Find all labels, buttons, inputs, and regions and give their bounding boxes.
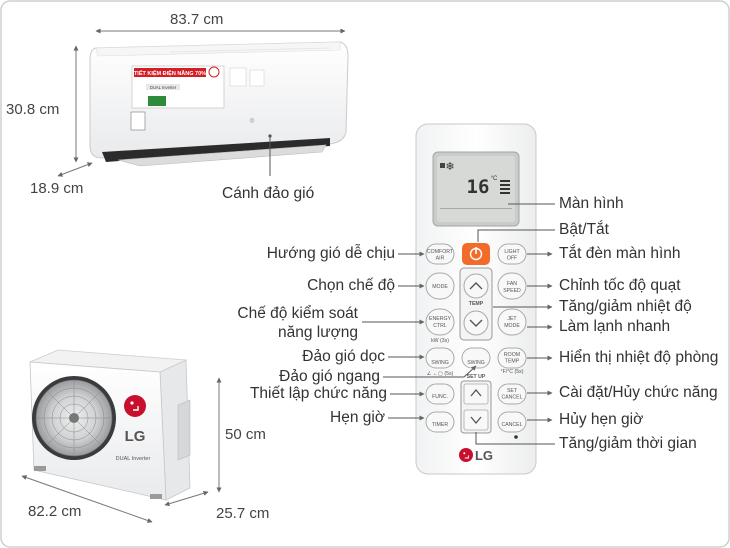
chevron-down-icon bbox=[469, 319, 483, 327]
callout-time-adjust: Tăng/giảm thời gian bbox=[559, 435, 697, 452]
svg-text:FAN: FAN bbox=[507, 281, 517, 287]
display-temperature: 16 bbox=[467, 176, 490, 198]
lg-logo-icon bbox=[124, 395, 146, 417]
light-off-button[interactable] bbox=[497, 243, 527, 265]
chevron-up-icon bbox=[469, 282, 483, 290]
remote-control: ❄ 16 °C COMFORT AIR LIGHT OFF MODE FAN S… bbox=[415, 123, 537, 475]
room-temp-button[interactable] bbox=[497, 347, 527, 369]
snowflake-icon: ❄ bbox=[445, 160, 454, 173]
dual-inverter-badge: DUAL Inverter bbox=[150, 85, 177, 90]
svg-text:MODE: MODE bbox=[504, 323, 520, 329]
time-down-button[interactable] bbox=[463, 409, 489, 431]
callout-energy-ctrl: Chế độ kiểm soát năng lượng bbox=[237, 305, 358, 341]
temp-up-button[interactable] bbox=[463, 273, 489, 299]
energy-sub-label: kW (3s) bbox=[431, 338, 449, 344]
svg-text:SWING: SWING bbox=[467, 360, 485, 366]
energy-label-banner-text: TIẾT KIỆM ĐIỆN NĂNG 70% bbox=[134, 69, 206, 77]
outdoor-height-label: 50 cm bbox=[225, 426, 266, 443]
energy-label-banner bbox=[134, 68, 206, 77]
callout-lines bbox=[362, 203, 555, 445]
svg-text:AIR: AIR bbox=[436, 256, 445, 262]
fan-speed-button[interactable] bbox=[497, 272, 527, 300]
callout-fan-speed: Chỉnh tốc độ quạt bbox=[559, 277, 681, 294]
callout-cancel-timer: Hủy hẹn giờ bbox=[559, 411, 644, 428]
set-cancel-button[interactable] bbox=[497, 383, 527, 405]
svg-text:ENERGY: ENERGY bbox=[429, 316, 451, 322]
remote-brand: LG bbox=[475, 448, 493, 463]
room-temp-sub-label: °F/°C (5s) bbox=[501, 369, 524, 375]
indoor-louver bbox=[117, 144, 327, 167]
outdoor-depth-label: 25.7 cm bbox=[216, 505, 270, 522]
callout-temp: Tăng/giảm nhiệt độ bbox=[559, 298, 692, 315]
svg-text:ROOM: ROOM bbox=[504, 352, 520, 358]
mode-button[interactable] bbox=[425, 272, 455, 300]
set-up-label: SET UP bbox=[467, 374, 486, 380]
svg-text:JET: JET bbox=[507, 316, 517, 322]
outdoor-unit: LG DUAL Inverter bbox=[21, 349, 222, 523]
svg-text:CANCEL: CANCEL bbox=[501, 422, 522, 428]
reset-hole bbox=[514, 435, 518, 439]
indoor-depth-label: 18.9 cm bbox=[30, 180, 84, 197]
vertical-swing-button[interactable] bbox=[425, 347, 455, 369]
outdoor-model-text: DUAL Inverter bbox=[116, 456, 151, 462]
indoor-unit: TIẾT KIỆM ĐIỆN NĂNG 70% DUAL Inverter ◎ bbox=[57, 28, 349, 177]
indoor-air-outlet bbox=[102, 138, 330, 162]
energy-ctrl-button[interactable] bbox=[425, 308, 455, 336]
swing-sub-label: ∠ ←▢ (5s) bbox=[427, 371, 454, 377]
callout-set-cancel: Cài đặt/Hủy chức năng bbox=[559, 384, 718, 401]
comfort-air-button[interactable] bbox=[425, 243, 455, 265]
time-up-button[interactable] bbox=[463, 383, 489, 405]
func-button[interactable] bbox=[425, 383, 455, 405]
callout-light-off: Tắt đèn màn hình bbox=[559, 245, 681, 262]
svg-text:OFF: OFF bbox=[507, 256, 517, 262]
indoor-depth-line bbox=[57, 162, 93, 177]
outdoor-brand: LG bbox=[125, 428, 146, 445]
jet-mode-button[interactable] bbox=[497, 308, 527, 336]
outdoor-width-label: 82.2 cm bbox=[28, 503, 82, 520]
svg-text:SPEED: SPEED bbox=[503, 288, 521, 294]
display-unit: °C bbox=[491, 176, 498, 182]
svg-text:LIGHT: LIGHT bbox=[504, 249, 520, 255]
svg-text:SET: SET bbox=[507, 388, 518, 394]
ionizer-badge bbox=[130, 111, 146, 131]
remote-lg-logo-icon bbox=[459, 448, 473, 462]
cancel-timer-button[interactable] bbox=[497, 411, 527, 433]
svg-text:CTRL: CTRL bbox=[433, 323, 447, 329]
callout-horizontal-swing: Đảo gió ngang bbox=[279, 368, 380, 385]
louver-label: Cánh đảo gió bbox=[222, 185, 315, 202]
callout-func: Thiết lập chức năng bbox=[249, 385, 387, 402]
indoor-width-label: 83.7 cm bbox=[170, 11, 224, 28]
callout-jet-mode: Làm lạnh nhanh bbox=[559, 318, 671, 335]
svg-text:CANCEL: CANCEL bbox=[501, 395, 522, 401]
svg-text:TIMER: TIMER bbox=[432, 422, 448, 428]
callout-room-temp: Hiển thị nhiệt độ phòng bbox=[559, 349, 719, 366]
svg-text:MODE: MODE bbox=[432, 284, 448, 290]
svg-text:SWING: SWING bbox=[431, 360, 449, 366]
svg-text:FUNC.: FUNC. bbox=[432, 394, 448, 400]
fan-bars-icon bbox=[500, 180, 510, 194]
temp-down-button[interactable] bbox=[463, 310, 489, 336]
outdoor-valve-cover bbox=[177, 399, 191, 461]
callout-timer: Hẹn giờ bbox=[330, 409, 385, 426]
callout-display: Màn hình bbox=[559, 195, 624, 212]
indoor-height-label: 30.8 cm bbox=[6, 101, 60, 118]
svg-text:COMFORT: COMFORT bbox=[427, 249, 454, 255]
callout-power: Bật/Tắt bbox=[559, 221, 609, 238]
svg-text:TEMP: TEMP bbox=[505, 359, 520, 365]
outdoor-width-line bbox=[21, 475, 153, 523]
indoor-logo: ◎ bbox=[249, 118, 254, 124]
chevron-down-icon bbox=[470, 416, 482, 425]
chevron-up-icon bbox=[470, 388, 482, 397]
callout-mode: Chọn chế độ bbox=[307, 277, 395, 294]
outdoor-depth-line bbox=[164, 490, 209, 507]
energy-star-sticker bbox=[148, 96, 166, 106]
callout-vertical-swing: Đảo gió dọc bbox=[302, 348, 385, 365]
callout-comfort-air: Hướng gió dễ chịu bbox=[266, 245, 395, 262]
temp-label: TEMP bbox=[469, 301, 484, 307]
timer-button[interactable] bbox=[425, 411, 455, 433]
